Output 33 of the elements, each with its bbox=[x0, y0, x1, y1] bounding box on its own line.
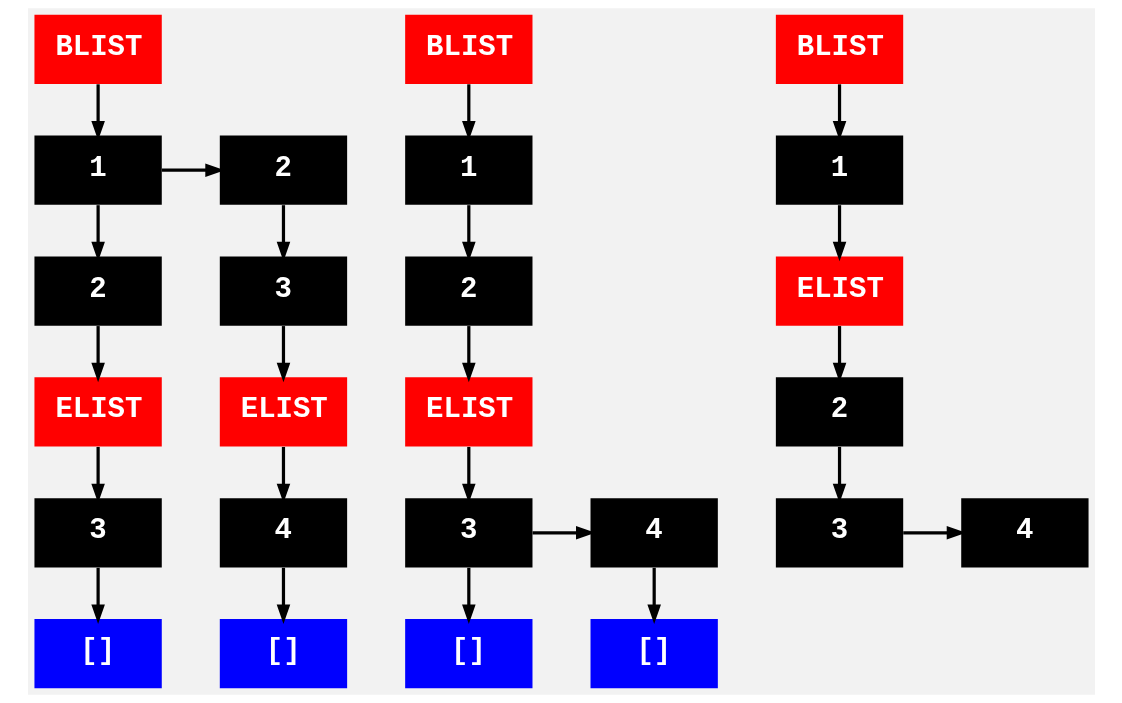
node-box: [] bbox=[404, 619, 532, 689]
arrow bbox=[646, 567, 661, 624]
arrow bbox=[90, 567, 105, 624]
node-box: BLIST bbox=[33, 14, 162, 84]
arrow bbox=[90, 326, 105, 383]
node-box: 4 bbox=[590, 498, 718, 568]
arrow bbox=[276, 326, 290, 383]
node-box: 4 bbox=[960, 498, 1089, 568]
node-box: ELIST bbox=[33, 377, 162, 447]
node-box: ELIST bbox=[404, 377, 532, 447]
node-box: [] bbox=[219, 619, 347, 689]
node-box: 2 bbox=[33, 256, 162, 326]
node-box: 3 bbox=[404, 498, 532, 568]
node-box: 3 bbox=[219, 256, 347, 326]
node-box: 3 bbox=[775, 498, 903, 568]
arrow bbox=[832, 205, 846, 262]
node-box: ELIST bbox=[775, 256, 903, 326]
node-box: [] bbox=[33, 619, 162, 689]
node-box: 2 bbox=[775, 377, 903, 447]
node-box: 4 bbox=[219, 498, 347, 568]
node-box: 2 bbox=[404, 256, 532, 326]
node-box: ELIST bbox=[219, 377, 347, 447]
node-box: 1 bbox=[404, 135, 532, 205]
arrow bbox=[461, 326, 476, 383]
node-box: BLIST bbox=[404, 14, 532, 84]
arrow bbox=[461, 567, 476, 624]
node-box: 1 bbox=[775, 135, 903, 205]
node-box: 1 bbox=[33, 135, 162, 205]
node-box: 3 bbox=[33, 498, 162, 568]
arrow bbox=[276, 567, 290, 624]
node-box: BLIST bbox=[775, 14, 903, 84]
node-box: 2 bbox=[219, 135, 347, 205]
node-box: [] bbox=[590, 619, 718, 689]
